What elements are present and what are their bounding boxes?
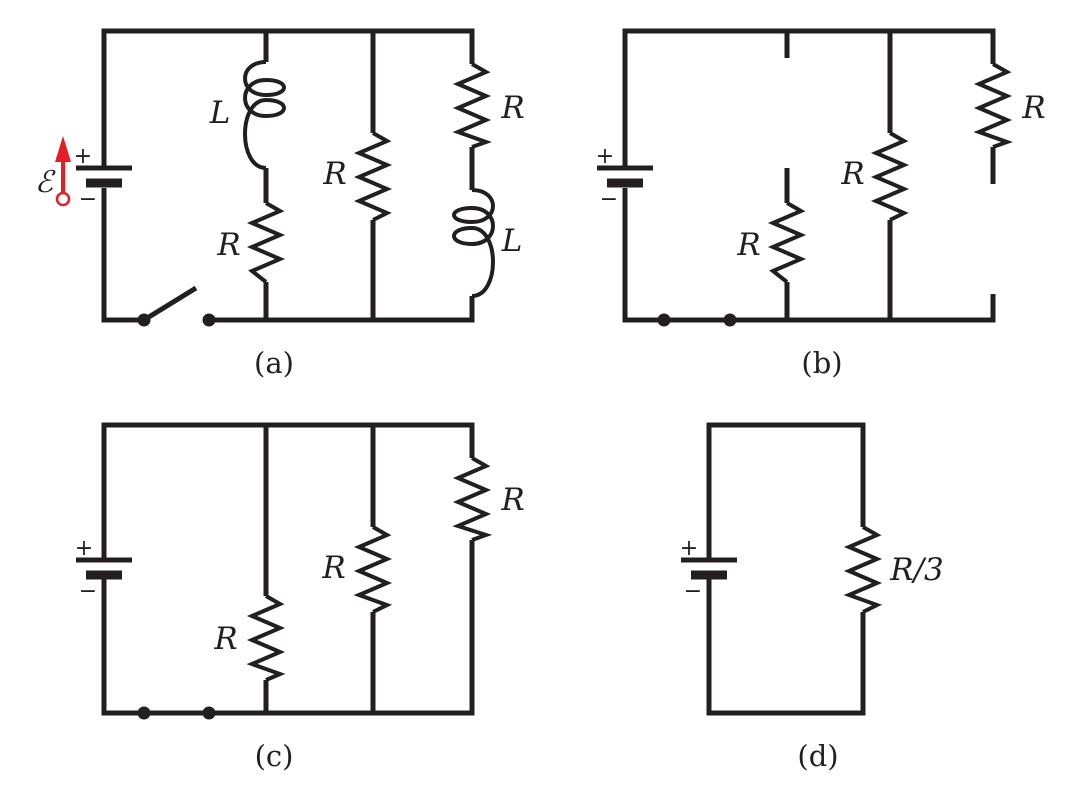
panel-b-label-resistor-middle: R [840, 156, 864, 192]
panel-b: + − R R R (b) [596, 28, 1046, 380]
panel-c-wires [101, 422, 475, 716]
panel-d-battery-minus: − [684, 579, 702, 604]
panel-c-battery-minus: − [79, 579, 97, 604]
panel-c-battery-plus: + [75, 536, 93, 561]
panel-a-label-inductor-left: L [209, 95, 231, 131]
panel-a-inductor-right [452, 188, 495, 298]
panel-a-switch-contact-right [202, 313, 216, 327]
panel-c-resistor-left [246, 594, 286, 682]
panel-a-label-resistor-right: R [500, 90, 524, 126]
panel-a-battery-minus: − [79, 187, 97, 212]
panel-c-battery [76, 557, 132, 580]
panel-a-emf-arrow [55, 136, 71, 207]
panel-a-caption: (a) [254, 346, 294, 380]
panel-c-caption: (c) [255, 739, 294, 773]
panel-a: + − ℰ L R R R L (a) [35, 28, 525, 380]
panel-b-label-resistor-left: R [736, 227, 760, 263]
panel-a-battery-plus: + [74, 144, 92, 169]
panel-b-wires [622, 28, 996, 323]
panel-b-battery-plus: + [596, 144, 614, 169]
panel-c-label-resistor-middle: R [321, 550, 345, 586]
panel-b-resistor-right [973, 62, 1013, 149]
panel-b-resistor-left [767, 201, 807, 284]
panel-d-battery [681, 557, 737, 580]
panel-c-switch-contact-left [137, 706, 151, 720]
panel-b-battery-minus: − [600, 187, 618, 212]
panel-a-resistor-right [452, 62, 492, 149]
panel-c: + − R R R (c) [75, 422, 525, 773]
panel-a-resistor-left [246, 201, 286, 284]
panel-b-battery [597, 165, 653, 188]
panel-d-wires [706, 422, 866, 716]
panel-c-label-resistor-right: R [500, 482, 524, 518]
panel-d-label-resistor: R/3 [889, 552, 944, 588]
panel-c-resistor-middle [353, 525, 393, 614]
panel-a-label-resistor-middle: R [322, 156, 346, 192]
panel-a-switch [142, 285, 198, 323]
panel-c-switch-contact-right [202, 706, 216, 720]
panel-a-switch-contact-left [137, 313, 151, 327]
panel-b-switch-contact-left [657, 313, 671, 327]
panel-b-resistor-middle [870, 131, 910, 222]
panel-a-label-inductor-right: L [501, 223, 523, 259]
panel-b-switch-contact-right [723, 313, 737, 327]
panel-b-label-resistor-right: R [1021, 90, 1045, 126]
panel-a-inductor-left [243, 60, 286, 170]
panel-a-emf-symbol: ℰ [35, 165, 56, 200]
panel-a-label-resistor-left: R [216, 227, 240, 263]
panel-c-resistor-right [452, 456, 493, 542]
panel-d-battery-plus: + [680, 536, 698, 561]
panel-d-caption: (d) [797, 739, 838, 773]
panel-a-resistor-middle [353, 131, 393, 222]
panel-c-label-resistor-left: R [213, 621, 237, 657]
panel-d-resistor [843, 525, 883, 614]
panel-a-wires [101, 28, 475, 323]
panel-a-battery [76, 165, 132, 188]
panel-d: + − R/3 (d) [680, 422, 944, 773]
panel-b-caption: (b) [801, 346, 842, 380]
